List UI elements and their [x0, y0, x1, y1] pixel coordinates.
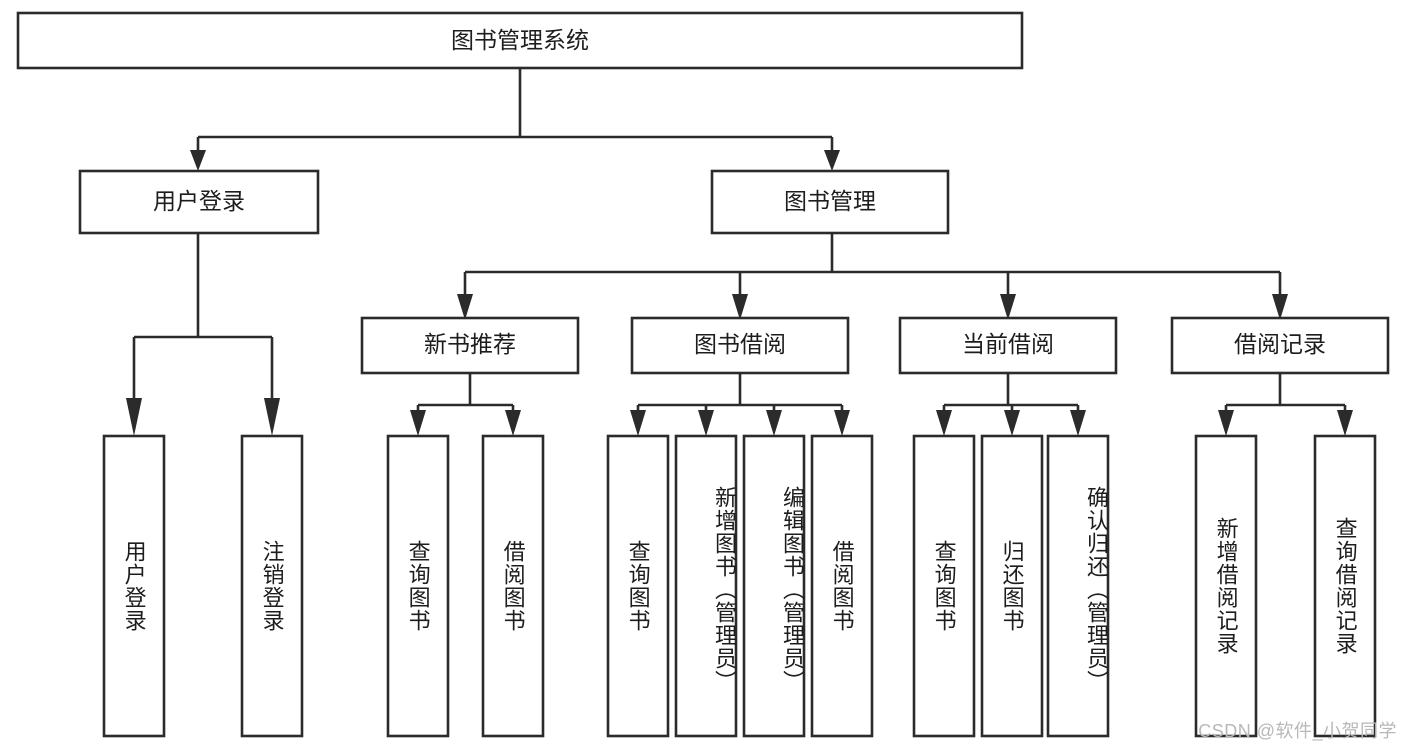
node-root-box[interactable] [16, 11, 1024, 70]
arrow-leaf-5 [630, 410, 646, 436]
arrow-leaf-13 [1337, 410, 1353, 436]
arrow-user-login [190, 150, 206, 171]
node-current-borrow[interactable]: 当前借阅 [898, 316, 1118, 375]
arrow-book-manage [824, 150, 840, 171]
node-leaf-2-box[interactable] [240, 434, 304, 738]
node-book-manage[interactable]: 图书管理 [710, 169, 950, 235]
connector-group [126, 68, 1353, 436]
node-leaf-8-box[interactable] [810, 434, 874, 738]
arrow-leaf-6 [698, 410, 714, 436]
node-new-book-rec-label: 新书推荐 [424, 331, 516, 357]
node-leaf-4-box[interactable] [481, 434, 545, 738]
arrow-book-borrow [732, 294, 748, 320]
arrow-leaf-2 [264, 398, 280, 436]
arrow-leaf-9 [936, 410, 952, 436]
node-current-borrow-box[interactable] [898, 316, 1118, 375]
node-leaf-11-box[interactable] [1046, 434, 1110, 738]
node-user-login-box[interactable] [78, 169, 320, 235]
node-book-borrow-box[interactable] [630, 316, 850, 375]
arrow-leaf-7 [766, 410, 782, 436]
node-leaf-13-box[interactable] [1313, 434, 1377, 738]
node-root-label: 图书管理系统 [451, 27, 589, 53]
arrow-leaf-12 [1218, 410, 1234, 436]
node-leaf-10-box[interactable] [980, 434, 1044, 738]
node-current-borrow-label: 当前借阅 [962, 331, 1054, 357]
node-leaf-9-box[interactable] [912, 434, 976, 738]
node-book-borrow-label: 图书借阅 [694, 331, 786, 357]
node-new-book-rec-box[interactable] [360, 316, 580, 375]
node-leaf-6-box[interactable] [674, 434, 738, 738]
arrow-leaf-3 [410, 410, 426, 436]
node-leaf-12-box[interactable] [1194, 434, 1258, 738]
arrow-leaf-4 [505, 410, 521, 436]
node-book-borrow[interactable]: 图书借阅 [630, 316, 850, 375]
arrow-new-book-rec [457, 294, 473, 320]
leaf-box-group [102, 434, 1377, 738]
arrow-leaf-11 [1070, 410, 1086, 436]
node-borrow-record-label: 借阅记录 [1234, 331, 1326, 357]
node-book-manage-box[interactable] [710, 169, 950, 235]
node-user-login[interactable]: 用户登录 [78, 169, 320, 235]
arrow-leaf-1 [126, 398, 142, 436]
arrow-leaf-10 [1004, 410, 1020, 436]
arrow-current-borrow [1000, 294, 1016, 320]
node-root[interactable]: 图书管理系统 [16, 11, 1024, 70]
node-leaf-5-box[interactable] [606, 434, 670, 738]
node-leaf-1-box[interactable] [102, 434, 166, 738]
arrow-borrow-record [1272, 294, 1288, 320]
node-leaf-3-box[interactable] [386, 434, 450, 738]
node-book-manage-label: 图书管理 [784, 188, 876, 214]
node-borrow-record[interactable]: 借阅记录 [1170, 316, 1390, 375]
node-new-book-rec[interactable]: 新书推荐 [360, 316, 580, 375]
node-leaf-7-box[interactable] [742, 434, 806, 738]
node-user-login-label: 用户登录 [153, 188, 245, 214]
arrow-leaf-8 [834, 410, 850, 436]
node-borrow-record-box[interactable] [1170, 316, 1390, 375]
